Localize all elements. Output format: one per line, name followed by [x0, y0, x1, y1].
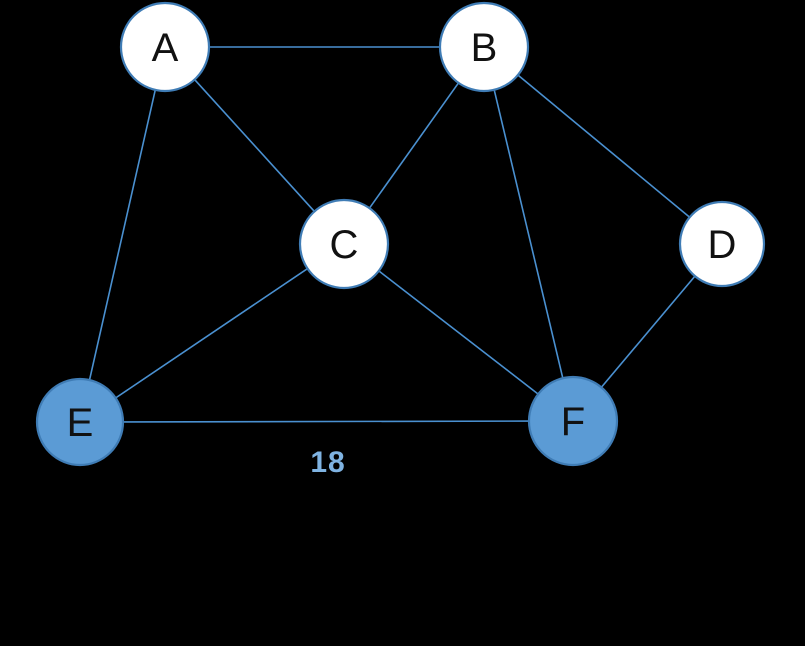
- node-circle-f[interactable]: [527, 375, 619, 467]
- graph-edge-b-f: [493, 88, 564, 380]
- graph-node-e[interactable]: E: [35, 377, 125, 467]
- graph-node-b[interactable]: B: [438, 1, 530, 93]
- graph-edge-d-f: [600, 274, 697, 389]
- node-circle-b[interactable]: [438, 1, 530, 93]
- graph-node-d[interactable]: D: [678, 200, 766, 288]
- edge-label-e-f: 18: [310, 446, 346, 479]
- node-label-e: E: [67, 401, 94, 445]
- graph-edge-c-f: [377, 269, 540, 396]
- graph-node-a[interactable]: A: [119, 1, 211, 93]
- graph-edge-a-c: [193, 78, 316, 213]
- graph-edge-b-c: [368, 81, 460, 210]
- node-label-a: A: [152, 26, 179, 70]
- node-circle-d[interactable]: [678, 200, 766, 288]
- graph-edge-c-e: [114, 267, 309, 400]
- graph-edge-a-e: [88, 88, 157, 382]
- graph-edge-e-f: [121, 420, 531, 423]
- node-label-f: F: [561, 400, 585, 444]
- edge-layer: [88, 46, 697, 423]
- node-label-c: C: [330, 223, 359, 267]
- graph-edge-b-d: [516, 73, 691, 219]
- node-layer: A B C D E F: [35, 1, 766, 467]
- graph-node-c[interactable]: C: [298, 198, 390, 290]
- node-circle-e[interactable]: [35, 377, 125, 467]
- node-circle-a[interactable]: [119, 1, 211, 93]
- node-label-d: D: [708, 223, 737, 267]
- node-label-b: B: [471, 26, 498, 70]
- graph-node-f[interactable]: F: [527, 375, 619, 467]
- node-circle-c[interactable]: [298, 198, 390, 290]
